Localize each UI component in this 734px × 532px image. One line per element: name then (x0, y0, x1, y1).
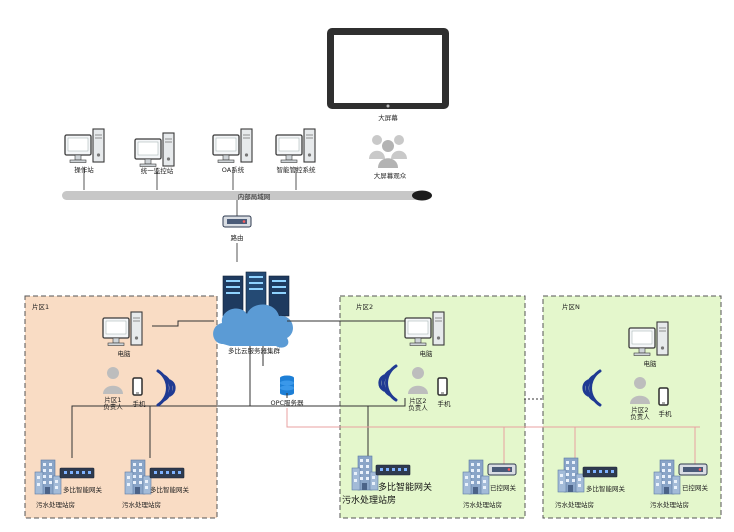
opc-server: OPC服务器 (270, 375, 304, 407)
gateway-label: 已控网关 (490, 483, 517, 492)
zone-n-station-2: 已控网关 污水处理站房 (650, 459, 709, 509)
zone-n-computer: 电脑 (628, 321, 669, 368)
big-screen-viewers-label: 大屏幕观众 (374, 171, 407, 180)
server-rack-icon (222, 271, 290, 317)
database-icon (280, 375, 294, 396)
zone-n-title: 片区N (562, 302, 580, 311)
router: 路由 (222, 215, 252, 242)
zone-2-phone: 手机 (437, 377, 452, 408)
gateway-label: 多比智能网关 (586, 484, 626, 493)
viewers-group-icon: 大屏幕观众 (369, 135, 407, 180)
opc-label: OPC服务器 (270, 398, 304, 407)
zone-2-station-2: 已控网关 污水处理站房 (462, 459, 517, 509)
zone-2-title: 片区2 (356, 302, 373, 311)
computer-label: 电脑 (644, 359, 658, 368)
phone-label: 手机 (438, 399, 452, 408)
gateway-label: 多比智能网关 (150, 485, 190, 494)
router-label: 路由 (231, 233, 244, 242)
station-label: 污水处理站房 (650, 500, 689, 509)
gateway-label: 多比智能网关 (63, 485, 103, 494)
cloud-icon: 多比云服务器集群 (213, 304, 293, 355)
cloud-label: 多比云服务器集群 (228, 346, 281, 355)
field-links (71, 398, 700, 465)
station-label: 污水处理站房 (342, 494, 396, 506)
zone-n-phone: 手机 (658, 387, 673, 418)
station-label: 污水处理站房 (555, 500, 594, 509)
zone-1-phone: 手机 (132, 377, 147, 408)
station-label: 污水处理站房 (36, 500, 75, 509)
zone-1-station-1: 多比智能网关 污水处理站房 (34, 459, 103, 509)
phone-label: 手机 (133, 399, 147, 408)
zone-n-station-1: 多比智能网关 污水处理站房 (555, 457, 626, 509)
zone-2-station-1: 多比智能网关 污水处理站房 (342, 455, 432, 506)
station-label: 污水处理站房 (122, 500, 161, 509)
terminal-links (83, 167, 297, 190)
zone-1-station-2: 多比智能网关 污水处理站房 (122, 459, 190, 509)
cloud-links (152, 320, 405, 406)
computer-label: 电脑 (118, 349, 132, 358)
gateway-label: 已控网关 (682, 483, 709, 492)
intranet-label: 内部局域网 (238, 192, 271, 201)
big-screen: 大屏幕 (327, 28, 449, 122)
computer-label: 电脑 (420, 349, 434, 358)
gateway-label: 多比智能网关 (378, 481, 432, 493)
terminal-unified-monitor: 统一监控站 (134, 132, 175, 175)
zone-1-title: 片区1 (32, 302, 49, 311)
phone-label: 手机 (659, 409, 673, 418)
zone-2-computer: 电脑 (404, 311, 445, 358)
station-label: 污水处理站房 (463, 500, 502, 509)
zone-1-computer: 电脑 (102, 311, 143, 358)
big-screen-label: 大屏幕 (378, 113, 398, 122)
intranet-bus: 内部局域网 (62, 190, 432, 201)
